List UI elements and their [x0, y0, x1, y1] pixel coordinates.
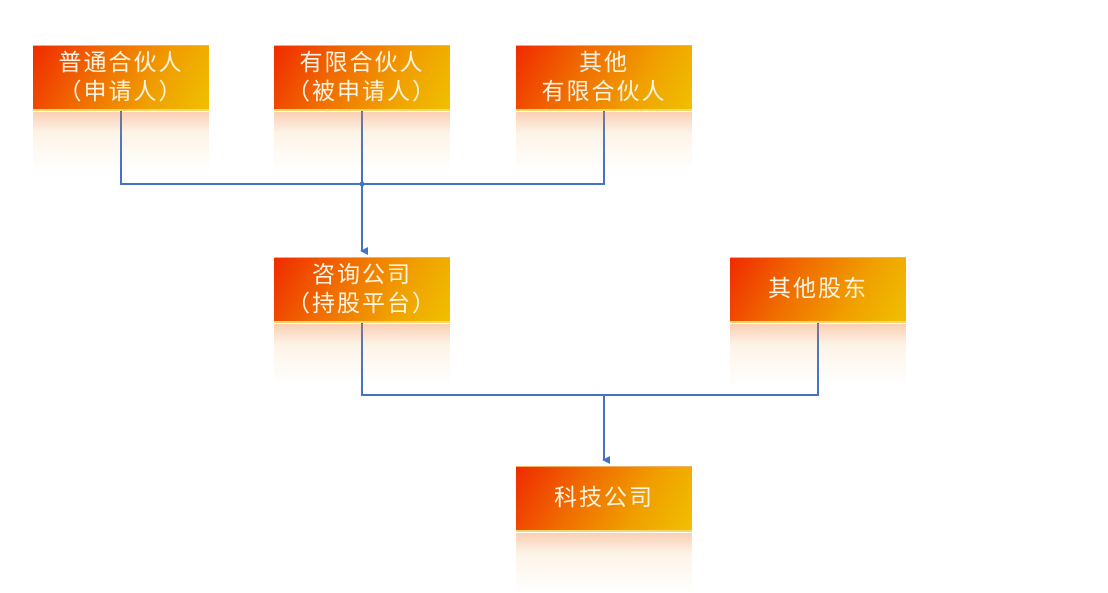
node-label: 有限合伙人	[299, 49, 425, 76]
connector-consulting	[361, 323, 819, 396]
node-label: 其他	[579, 49, 629, 76]
node-limited-partner: 有限合伙人 （被申请人）	[274, 45, 450, 111]
node-label: 咨询公司	[312, 261, 412, 288]
node-label: 普通合伙人	[58, 49, 184, 76]
node-sublabel: （被申请人）	[287, 78, 437, 105]
connectors	[120, 111, 819, 464]
node-other-limited-partners: 其他 有限合伙人	[516, 45, 692, 111]
junction-dot	[359, 181, 365, 187]
node-sublabel: 有限合伙人	[541, 78, 667, 105]
node-general-partner: 普通合伙人 （申请人）	[33, 45, 209, 111]
node-consulting-company: 咨询公司 （持股平台）	[274, 257, 450, 323]
node-tech-company: 科技公司	[516, 466, 692, 532]
node-sublabel: （申请人）	[58, 78, 184, 105]
node-label: 科技公司	[554, 485, 654, 511]
node-sublabel: （持股平台）	[287, 290, 437, 317]
node-other-shareholders: 其他股东	[730, 257, 906, 323]
node-label: 其他股东	[768, 276, 868, 302]
